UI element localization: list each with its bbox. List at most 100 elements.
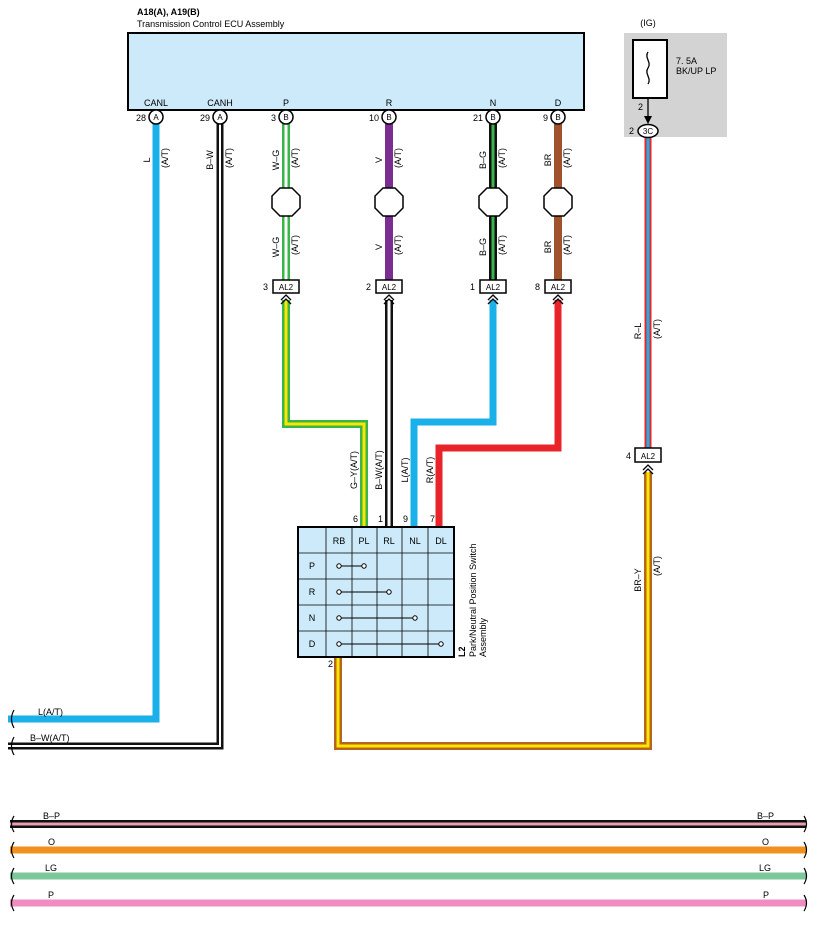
octagon-connectors xyxy=(271,187,573,217)
wire-label-br-low-at: (A/T) xyxy=(562,235,572,255)
ecu-pin-name-n: N xyxy=(490,98,497,108)
ecu-pin-name-r: R xyxy=(386,98,393,108)
ecu-pin-name-p: P xyxy=(283,98,289,108)
wire-label-bg-low: B–G xyxy=(478,238,488,256)
ecu-conn-d: B xyxy=(555,113,560,122)
wire-r-switch xyxy=(435,300,562,528)
wire-label-rl-at: (A/T) xyxy=(652,319,662,339)
al2-pin-1: 1 xyxy=(470,282,475,292)
al2-pin-8: 8 xyxy=(535,282,540,292)
ecu-pin-num-r: 10 xyxy=(369,113,379,123)
bus-brackets xyxy=(10,709,15,756)
switch-pin-9: 9 xyxy=(403,514,408,524)
ecu-pin-num-canh: 29 xyxy=(200,113,210,123)
wire-label-v-top-at: (A/T) xyxy=(393,148,403,168)
wire-l-switch xyxy=(410,300,497,528)
ecu-pin-name-canl: CANL xyxy=(144,98,168,108)
wire-canh-bw xyxy=(8,124,224,750)
switch-col-pl: PL xyxy=(358,536,369,546)
switch-row-r: R xyxy=(309,587,316,597)
ecu-conn-r: B xyxy=(386,113,391,122)
switch-title: Park/Neutral Position Switch xyxy=(468,543,478,657)
wire-label-bw-at-switch: B–W(A/T) xyxy=(374,450,384,490)
al2-pin-2: 2 xyxy=(366,282,371,292)
wire-label-v-low: V xyxy=(374,244,384,250)
bottom-wire-p-right: P xyxy=(763,890,769,900)
switch-col-rb: RB xyxy=(333,536,346,546)
wire-label-bw: B–W xyxy=(205,150,215,170)
ecu-pin-num-n: 21 xyxy=(473,113,483,123)
wire-label-gy-at: G–Y(A/T) xyxy=(349,451,359,489)
al2-chevrons xyxy=(280,294,654,475)
wire-label-v-low-at: (A/T) xyxy=(393,235,403,255)
al2-label-3: AL2 xyxy=(486,283,501,292)
bus-label-bw-at: B–W(A/T) xyxy=(30,733,70,743)
switch-continuity xyxy=(336,563,444,647)
al2-pin-4: 4 xyxy=(626,451,631,461)
switch-row-d: D xyxy=(309,639,316,649)
al2-label-4: AL2 xyxy=(551,283,566,292)
ecu-box xyxy=(127,32,585,111)
fuse-conn-label: 3C xyxy=(643,127,653,136)
switch-col-nl: NL xyxy=(409,536,421,546)
bottom-wire-lg xyxy=(10,867,808,885)
ecu-conn-p: B xyxy=(283,113,288,122)
al2-label-1: AL2 xyxy=(279,283,294,292)
al2-boxes xyxy=(272,279,662,463)
wire-label-rl: R–L xyxy=(633,323,643,340)
fuse-body xyxy=(632,39,668,99)
switch-pin-1: 1 xyxy=(378,514,383,524)
bottom-wire-p xyxy=(10,894,808,912)
switch-pin-7: 7 xyxy=(430,514,435,524)
ecu-connectors xyxy=(148,109,566,125)
bottom-wire-bp-right: B–P xyxy=(757,811,774,821)
al2-pin-3: 3 xyxy=(263,282,268,292)
fuse-pin: 2 xyxy=(638,102,643,112)
al2-label-2: AL2 xyxy=(382,283,397,292)
ecu-pin-name-d: D xyxy=(555,98,562,108)
switch-col-dl: DL xyxy=(435,536,447,546)
fuse-rating: 7. 5A xyxy=(676,56,697,66)
wire-label-bry: BR–Y xyxy=(633,568,643,592)
fuse-conn-pin: 2 xyxy=(629,126,634,136)
bottom-wire-lg-right: LG xyxy=(759,863,771,873)
switch-pin-6: 6 xyxy=(353,514,358,524)
wire-label-l: L xyxy=(142,157,152,162)
wire-label-bg-top-at: (A/T) xyxy=(497,148,507,168)
wire-label-wg-top-at: (A/T) xyxy=(290,148,300,168)
wire-gy xyxy=(282,300,368,528)
switch-id: L2 xyxy=(457,646,467,657)
wire-label-bg-top: B–G xyxy=(478,151,488,169)
wire-label-br-low: BR xyxy=(543,240,553,253)
wire-label-bry-at: (A/T) xyxy=(652,556,662,576)
ecu-pin-num-p: 3 xyxy=(271,113,276,123)
fuse-element-icon xyxy=(646,51,650,85)
wire-label-wg-low-at: (A/T) xyxy=(290,235,300,255)
bottom-wire-bp xyxy=(10,815,808,833)
al2-label-5: AL2 xyxy=(641,452,656,461)
ecu-conn-canh: A xyxy=(217,113,223,122)
ecu-pin-num-canl: 28 xyxy=(136,113,146,123)
ecu-pin-num-d: 9 xyxy=(543,113,548,123)
fuse-connector xyxy=(637,123,659,139)
wire-label-wg-low: W–G xyxy=(271,237,281,258)
bottom-wire-bp-left: B–P xyxy=(43,811,60,821)
wire-canl-l xyxy=(8,124,160,723)
wire-label-br-top: BR xyxy=(543,153,553,166)
bus-label-l-at: L(A/T) xyxy=(38,707,63,717)
switch-subtitle: Assembly xyxy=(478,617,488,657)
wire-label-br-top-at: (A/T) xyxy=(562,148,572,168)
fuse-name: BK/UP LP xyxy=(676,66,716,76)
wire-label-wg-top: W–G xyxy=(271,150,281,171)
bottom-wire-o xyxy=(10,841,808,859)
switch-pin-2: 2 xyxy=(328,659,333,669)
ecu-pin-name-canh: CANH xyxy=(207,98,233,108)
wire-label-l-at: (A/T) xyxy=(160,148,170,168)
switch-row-p: P xyxy=(309,561,315,571)
bottom-wire-lg-left: LG xyxy=(45,863,57,873)
ecu-conn-canl: A xyxy=(153,113,159,122)
fuse-arrow-icon xyxy=(644,116,652,124)
ecu-header: A18(A), A19(B) xyxy=(137,7,200,17)
wire-label-bw-at: (A/T) xyxy=(224,148,234,168)
